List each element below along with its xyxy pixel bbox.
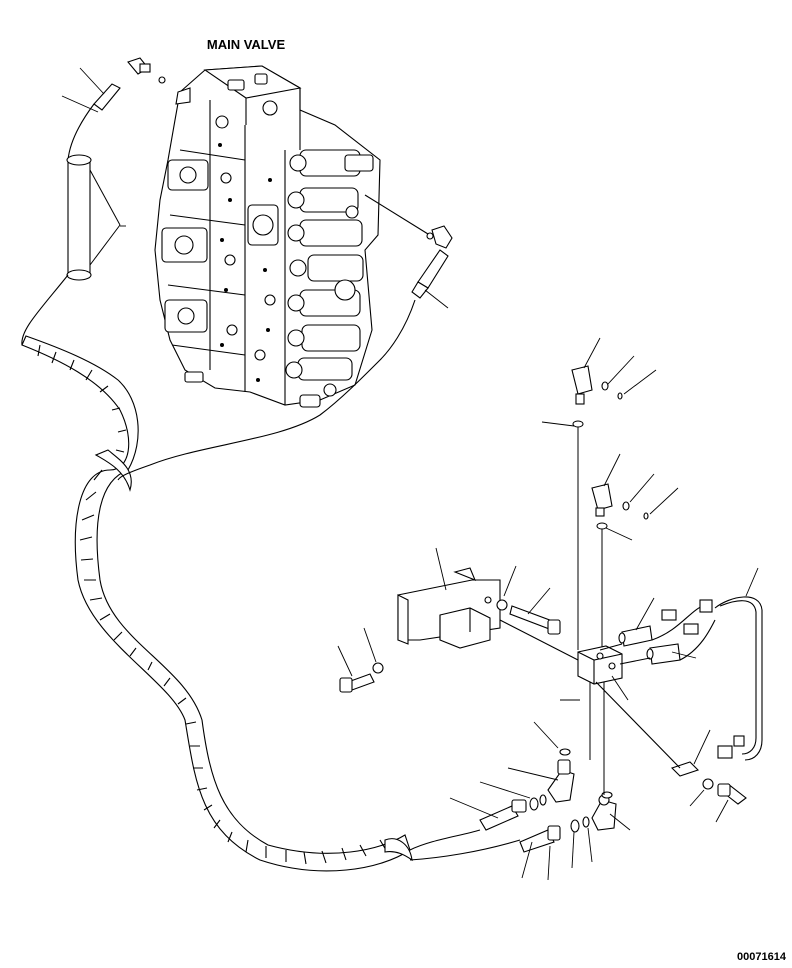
drawing-number: 00071614: [737, 951, 787, 963]
callout-leaders: [61, 67, 759, 881]
pressure-block: [499, 619, 681, 769]
mounting-bracket: [397, 567, 501, 649]
valve-hose-left: [21, 83, 121, 346]
protective-sleeve: [21, 335, 413, 872]
pressure-switch-lower: [599, 625, 681, 665]
sensor-wire-harness: [651, 596, 763, 761]
bolts-and-washers: [339, 599, 747, 805]
valve-top-fittings: [127, 57, 453, 249]
valve-hose-right: [117, 249, 521, 861]
main-valve: [154, 65, 381, 408]
elbow-fittings: [479, 748, 617, 853]
hose-clamp-pair: [89, 169, 121, 266]
sensor-tubes: [560, 420, 608, 795]
o-ring: [559, 748, 571, 756]
diagram-title: MAIN VALVE: [207, 37, 286, 52]
pressure-switch-upper: [571, 365, 649, 520]
